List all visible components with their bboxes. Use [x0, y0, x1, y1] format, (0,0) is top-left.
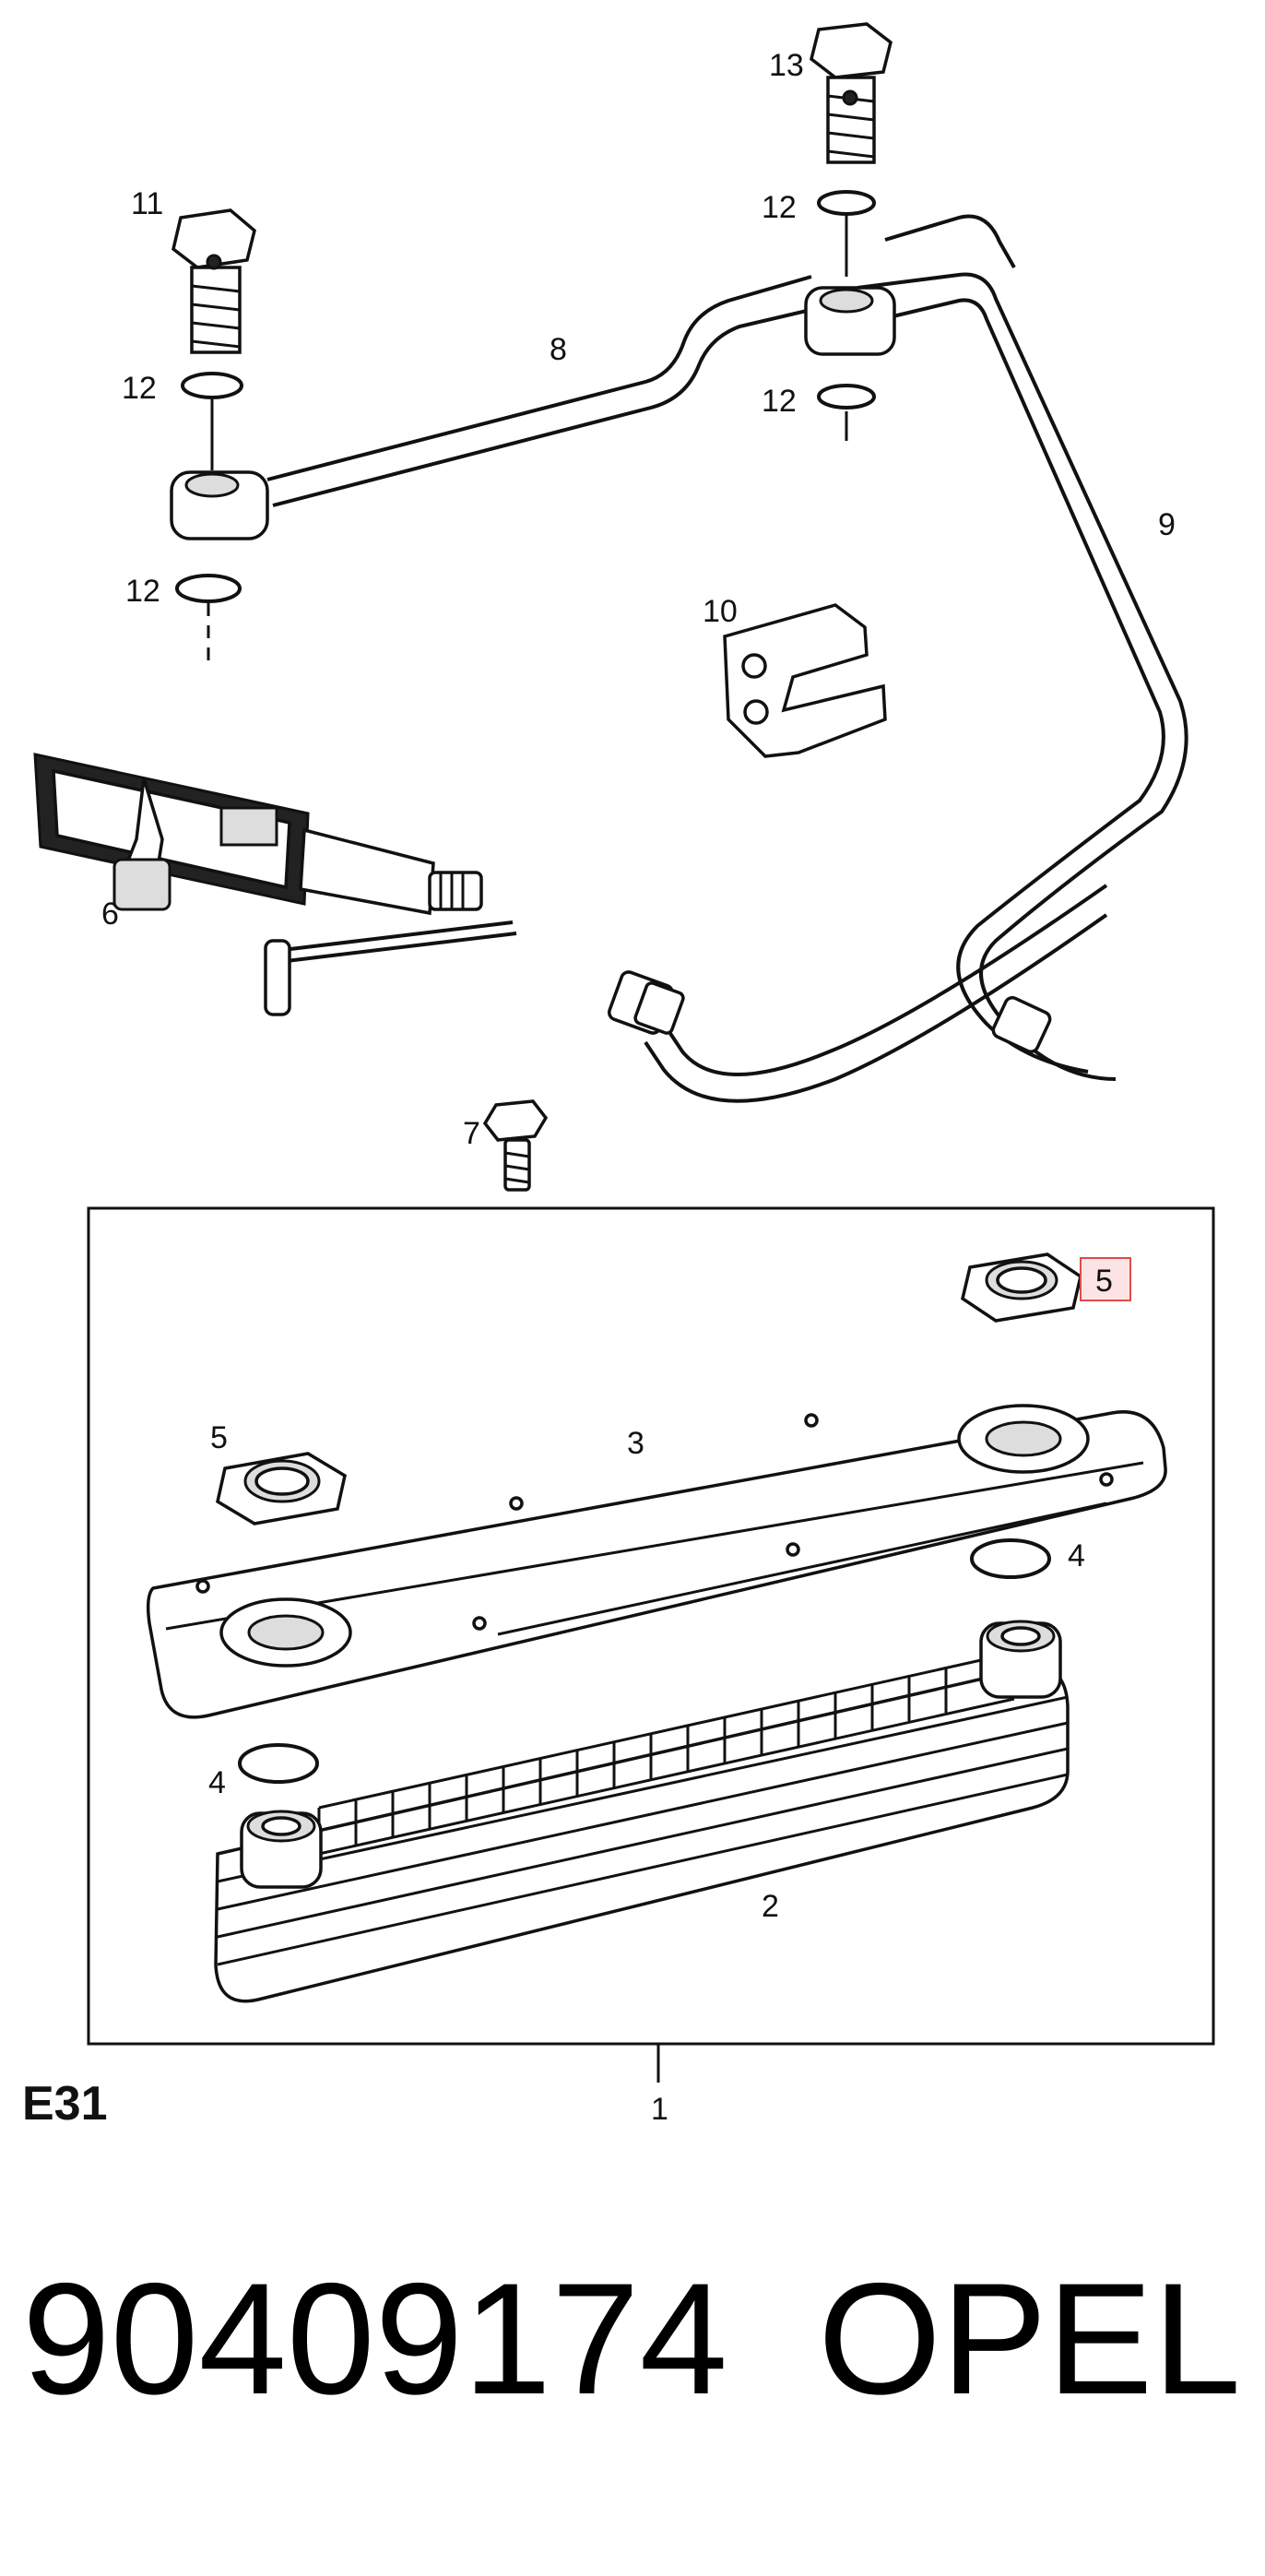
label-4-right: 4: [1068, 1538, 1085, 1573]
kit-frame: [87, 1206, 1215, 2046]
washer-12-lower-right: [817, 384, 876, 410]
o-ring-4-left: [238, 1743, 319, 1784]
label-12-top-right: 12: [762, 190, 797, 225]
part-number: 90409174: [22, 2250, 728, 2428]
label-1: 1: [651, 2092, 668, 2127]
oil-pipe-9: [608, 214, 1188, 1103]
nut-5-right: [961, 1252, 1082, 1323]
washer-12-top-right: [817, 190, 876, 216]
label-2: 2: [762, 1889, 779, 1924]
parts-diagram: 13 12 12 11 12 12 8 9 10 6 7 5 5 3 4 4 2…: [22, 22, 1215, 2131]
label-12-top-left: 12: [122, 371, 157, 406]
label-5-highlighted: 5: [1095, 1264, 1113, 1299]
pipe-fitting-right: [991, 996, 1052, 1053]
oil-cooler-2: [214, 1620, 1070, 2003]
pipe-fitting-left: [608, 970, 685, 1035]
banjo-bolt-11: [171, 208, 256, 354]
nut-5-left: [216, 1452, 347, 1525]
label-12-lower-right: 12: [762, 384, 797, 419]
washer-12-top-left: [181, 372, 243, 399]
footer: 90409174 OPEL: [0, 2260, 1265, 2463]
label-11: 11: [131, 186, 163, 221]
highlight-box: [1080, 1257, 1131, 1301]
washer-12-bottom-left: [175, 574, 242, 603]
label-3: 3: [627, 1426, 644, 1461]
banjo-bolt-13: [810, 22, 893, 164]
label-7: 7: [463, 1116, 480, 1151]
label-5: 5: [210, 1420, 228, 1455]
screw-7: [482, 1099, 549, 1192]
label-9: 9: [1158, 507, 1176, 542]
o-ring-4-right: [970, 1538, 1051, 1579]
label-8: 8: [550, 332, 567, 367]
label-4-left: 4: [208, 1765, 226, 1800]
label-10: 10: [703, 594, 738, 629]
brand-name: OPEL: [818, 2250, 1241, 2428]
cover-plate-3: [146, 1404, 1167, 1719]
label-12-bottom-left: 12: [125, 574, 160, 609]
section-code: E31: [22, 2077, 108, 2131]
label-13: 13: [769, 48, 804, 83]
oil-pipe-8: [170, 275, 827, 540]
label-6: 6: [101, 896, 119, 932]
sealant-tube-6: [33, 753, 517, 1016]
pipe-clip-10: [723, 603, 887, 758]
